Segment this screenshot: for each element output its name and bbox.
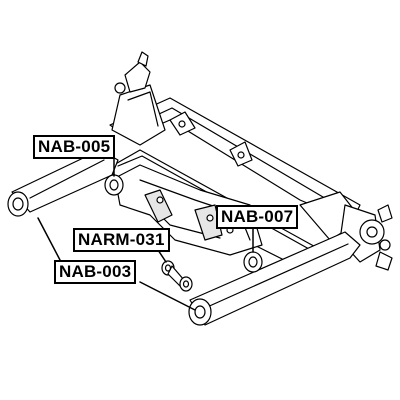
upper-mounts <box>169 111 253 167</box>
link-narm031 <box>161 260 193 292</box>
left-lower-arm <box>7 149 119 217</box>
bushing-nab005 <box>104 174 124 196</box>
leader-lines <box>37 156 254 311</box>
callout-nab-003: NAB-003 <box>54 260 137 284</box>
left-side-member <box>111 51 166 146</box>
bushing-nab007 <box>243 251 263 273</box>
callout-nab-007: NAB-007 <box>216 205 299 229</box>
differential-mount <box>114 164 263 256</box>
leader-nab003-right <box>139 281 196 311</box>
right-lower-arm <box>188 231 361 326</box>
right-side-member <box>299 191 393 271</box>
leader-narm031 <box>157 249 167 263</box>
callout-nab-005: NAB-005 <box>33 135 116 159</box>
callout-narm-031: NARM-031 <box>73 228 170 252</box>
leader-nab003-left <box>37 217 61 261</box>
